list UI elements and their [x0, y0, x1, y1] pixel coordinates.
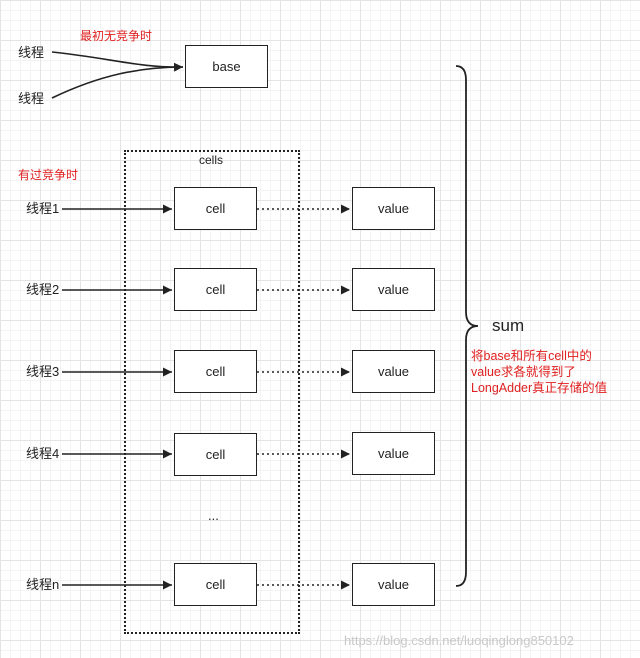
sum-label: sum	[492, 316, 525, 335]
cell-box-2: cell	[174, 268, 257, 311]
base-box: base	[185, 45, 268, 88]
cell-label: cell	[205, 201, 226, 216]
thread-label-b: 线程	[18, 91, 45, 106]
cell-box-4: cell	[174, 433, 257, 476]
value-box-1: value	[352, 187, 435, 230]
value-label: value	[377, 201, 410, 216]
value-box-3: value	[352, 350, 435, 393]
sum-note: 将base和所有cell中的 value求各就得到了 LongAdder真正存储…	[471, 348, 607, 396]
cell-label: cell	[205, 577, 226, 592]
value-label: value	[377, 577, 410, 592]
value-label: value	[377, 364, 410, 379]
value-box-2: value	[352, 268, 435, 311]
watermark: https://blog.csdn.net/luoqinglong850102	[344, 633, 574, 648]
sum-brace	[455, 65, 479, 587]
sum-note-line-3: LongAdder真正存储的值	[471, 381, 608, 395]
cell-box-1: cell	[174, 187, 257, 230]
thread-label-4: 线程4	[26, 446, 60, 461]
cell-label: cell	[205, 364, 226, 379]
cells-frame-label: cells	[199, 153, 224, 167]
cell-label: cell	[205, 447, 226, 462]
value-box-n: value	[352, 563, 435, 606]
thread-label-a: 线程	[18, 45, 45, 60]
cells-array-frame	[124, 150, 300, 634]
value-box-4: value	[352, 432, 435, 475]
no-contention-heading: 最初无竞争时	[80, 29, 153, 43]
thread-label-3: 线程3	[26, 364, 60, 379]
thread-b-to-base-arrow	[51, 66, 184, 99]
contention-heading: 有过竞争时	[18, 168, 79, 182]
thread-label-n: 线程n	[26, 577, 60, 592]
thread-a-to-base-arrow	[51, 51, 184, 72]
cell-label: cell	[205, 282, 226, 297]
value-label: value	[377, 282, 410, 297]
base-label: base	[212, 59, 241, 74]
thread-label-2: 线程2	[26, 282, 60, 297]
value-label: value	[377, 446, 410, 461]
sum-note-line-2: value求各就得到了	[471, 365, 576, 379]
ellipsis: ...	[208, 508, 219, 523]
cell-box-3: cell	[174, 350, 257, 393]
cell-box-n: cell	[174, 563, 257, 606]
sum-note-line-1: 将base和所有cell中的	[471, 349, 592, 363]
thread-label-1: 线程1	[26, 201, 60, 216]
